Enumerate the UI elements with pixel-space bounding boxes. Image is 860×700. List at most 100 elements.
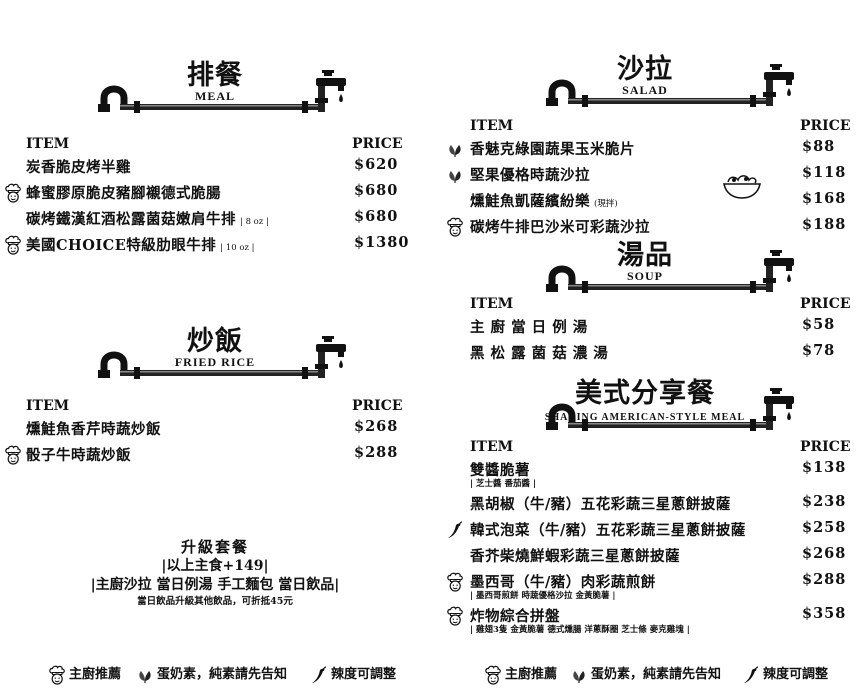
- item-price: $620: [354, 156, 398, 173]
- section-subtitle: MEAL: [0, 89, 430, 103]
- salad-bowl-icon: [720, 172, 764, 202]
- item-name: 骰子牛時蔬炒飯: [26, 444, 131, 465]
- legend-vegan-label: 蛋奶素，純素請先告知: [591, 667, 721, 682]
- right-column: 沙拉 SALAD ITEM PRICE 香魅克綠園蔬果玉米脆片 $88 堅果優格時…: [430, 0, 860, 700]
- leaf-icon: [446, 165, 464, 185]
- item-name: 堅果優格時蔬沙拉: [470, 164, 590, 185]
- section-soup: 湯品 SOUP ITEM PRICE 主 廚 當 日 例 湯 $58 黑 松 露 菌…: [430, 240, 860, 366]
- item-price: $88: [802, 138, 835, 155]
- section-header-meal: 排餐 MEAL: [0, 60, 430, 124]
- item-note: (現拌): [594, 199, 618, 209]
- legend-spicy: 辣度可調整: [742, 663, 828, 685]
- chili-pepper-icon: [742, 665, 760, 685]
- menu-item-row: 主 廚 當 日 例 湯 $58: [430, 314, 860, 340]
- item-price: $78: [802, 342, 835, 359]
- section-sharing: 美式分享餐 SHARING AMERICAN-STYLE MEAL ITEM P…: [430, 378, 860, 637]
- section-title: 排餐: [0, 60, 430, 92]
- item-header: ITEM: [470, 118, 513, 134]
- meal-items: 炭香脆皮烤半雞$620 蜂蜜膠原脆皮豬腳襯德式脆腸$680碳烤鐵漢紅酒松露菌菇嫩…: [0, 154, 430, 258]
- item-header: ITEM: [26, 136, 69, 152]
- item-description: | 芝士醬 番茄醬 |: [470, 477, 536, 489]
- item-price: $118: [802, 164, 846, 181]
- chef-hat-icon: [4, 235, 22, 255]
- sharing-items: 雙醬脆薯| 芝士醬 番茄醬 |$138黑胡椒（牛/豬）五花彩蔬三星蔥餅披薩$23…: [430, 457, 860, 637]
- item-description: | 雞翅3隻 金黃脆薯 德式燻腸 洋蔥酥圈 芝士條 麥克雞塊 |: [470, 623, 690, 635]
- section-title: 湯品: [430, 240, 860, 272]
- menu-item-row: 骰子牛時蔬炒飯 $288: [0, 442, 430, 468]
- item-name: 香魅克綠園蔬果玉米脆片: [470, 138, 635, 159]
- left-column: 排餐 MEAL ITEM PRICE 炭香脆皮烤半雞$620 蜂蜜膠原脆皮豬腳襯…: [0, 0, 430, 700]
- fried-rice-items: 燻鮭魚香芹時蔬炒飯$268 骰子牛時蔬炒飯 $288: [0, 416, 430, 468]
- menu-item-row: 碳烤鐵漢紅酒松露菌菇嫩肩牛排| 8 oz | $680: [0, 206, 430, 232]
- legend-chef-label: 主廚推薦: [69, 667, 121, 682]
- column-headers: ITEM PRICE: [430, 296, 860, 314]
- price-header: PRICE: [800, 118, 851, 134]
- item-price: $58: [802, 316, 835, 333]
- section-header-sharing: 美式分享餐 SHARING AMERICAN-STYLE MEAL: [430, 378, 860, 442]
- item-price: $268: [802, 545, 846, 562]
- leaf-icon: [136, 665, 154, 685]
- chili-pepper-icon: [446, 520, 464, 540]
- chef-hat-icon: [446, 606, 464, 626]
- price-header: PRICE: [352, 136, 403, 152]
- menu-item-row: 黑 松 露 菌 菇 濃 湯$78: [430, 340, 860, 366]
- item-name: 燻鮭魚凱薩繽紛樂(現拌): [470, 190, 618, 211]
- menu-item-row: 黑胡椒（牛/豬）五花彩蔬三星蔥餅披薩 $238: [430, 491, 860, 517]
- item-name: 燻鮭魚香芹時蔬炒飯: [26, 418, 161, 439]
- section-salad: 沙拉 SALAD ITEM PRICE 香魅克綠園蔬果玉米脆片 $88 堅果優格時…: [430, 54, 860, 240]
- chef-hat-icon: [4, 183, 22, 203]
- section-header-fried-rice: 炒飯 FRIED RICE: [0, 326, 430, 390]
- item-price: $288: [354, 444, 398, 461]
- item-price: $168: [802, 190, 846, 207]
- menu-item-row: 炸物綜合拼盤| 雞翅3隻 金黃脆薯 德式燻腸 洋蔥酥圈 芝士條 麥克雞塊 |$3…: [430, 603, 860, 637]
- item-note: | 10 oz |: [220, 243, 254, 253]
- column-headers: ITEM PRICE: [430, 118, 860, 136]
- section-meal: 排餐 MEAL ITEM PRICE 炭香脆皮烤半雞$620 蜂蜜膠原脆皮豬腳襯…: [0, 60, 430, 258]
- section-header-salad: 沙拉 SALAD: [430, 54, 860, 118]
- legend-vegan: 蛋奶素，純素請先告知: [136, 663, 287, 685]
- legend-vegan-label: 蛋奶素，純素請先告知: [157, 667, 287, 682]
- item-price: $258: [802, 519, 846, 536]
- salad-items: 香魅克綠園蔬果玉米脆片 $88 堅果優格時蔬沙拉 $118 燻鮭魚凱薩繽紛樂(現拌) $…: [430, 136, 860, 240]
- item-name: 主 廚 當 日 例 湯: [470, 316, 588, 337]
- section-header-soup: 湯品 SOUP: [430, 240, 860, 304]
- price-header: PRICE: [352, 398, 403, 414]
- menu-item-row: 燻鮭魚香芹時蔬炒飯$268: [0, 416, 430, 442]
- leaf-icon: [446, 139, 464, 159]
- item-price: $358: [802, 605, 846, 622]
- item-price: $680: [354, 208, 398, 225]
- item-name: 碳烤鐵漢紅酒松露菌菇嫩肩牛排| 8 oz |: [26, 208, 269, 229]
- item-price: $238: [802, 493, 846, 510]
- soup-items: 主 廚 當 日 例 湯 $58 黑 松 露 菌 菇 濃 湯$78: [430, 314, 860, 366]
- section-title: 炒飯: [0, 326, 430, 358]
- section-title: 美式分享餐: [430, 378, 860, 410]
- item-description: | 墨西哥煎餅 時蔬優格沙拉 金黃脆薯 |: [470, 589, 616, 601]
- menu-item-row: 燻鮭魚凱薩繽紛樂(現拌) $168: [430, 188, 860, 214]
- menu-item-row: 美國CHOICE特級肋眼牛排| 10 oz |$1380: [0, 232, 430, 258]
- menu-item-row: 堅果優格時蔬沙拉 $118: [430, 162, 860, 188]
- item-name: 黑胡椒（牛/豬）五花彩蔬三星蔥餅披薩: [470, 493, 731, 514]
- upgrade-line-3: 當日飲品升級其他飲品，可折抵45元: [0, 595, 430, 609]
- menu-item-row: 碳烤牛排巴沙米可彩蔬沙拉$188: [430, 214, 860, 240]
- legend: 主廚推薦 蛋奶素，純素請先告知 辣度可調整: [0, 660, 430, 686]
- menu-item-row: 炭香脆皮烤半雞$620: [0, 154, 430, 180]
- legend-vegan: 蛋奶素，純素請先告知: [570, 663, 721, 685]
- chef-hat-icon: [446, 217, 464, 237]
- item-price: $680: [354, 182, 398, 199]
- column-headers: ITEM PRICE: [0, 136, 430, 154]
- item-header: ITEM: [26, 398, 69, 414]
- legend-spicy: 辣度可調整: [310, 663, 396, 685]
- chef-hat-icon: [484, 665, 502, 685]
- section-fried-rice: 炒飯 FRIED RICE ITEM PRICE 燻鮭魚香芹時蔬炒飯$268 骰…: [0, 326, 430, 468]
- menu-item-row: 香芥柴燒鮮蝦彩蔬三星蔥餅披薩$268: [430, 543, 860, 569]
- price-header: PRICE: [800, 439, 851, 455]
- section-subtitle: SALAD: [430, 83, 860, 97]
- leaf-icon: [570, 665, 588, 685]
- item-name: 碳烤牛排巴沙米可彩蔬沙拉: [470, 216, 650, 237]
- upgrade-line-2: |主廚沙拉 當日例湯 手工麵包 當日飲品|: [0, 576, 430, 595]
- legend: 主廚推薦 蛋奶素，純素請先告知 辣度可調整: [430, 660, 860, 686]
- item-name: 美國CHOICE特級肋眼牛排| 10 oz |: [26, 234, 255, 255]
- legend-spicy-label: 辣度可調整: [331, 667, 396, 682]
- upgrade-set: 升級套餐 |以上主食+149| |主廚沙拉 當日例湯 手工麵包 當日飲品| 當日…: [0, 537, 430, 609]
- upgrade-title: 升級套餐: [0, 537, 430, 557]
